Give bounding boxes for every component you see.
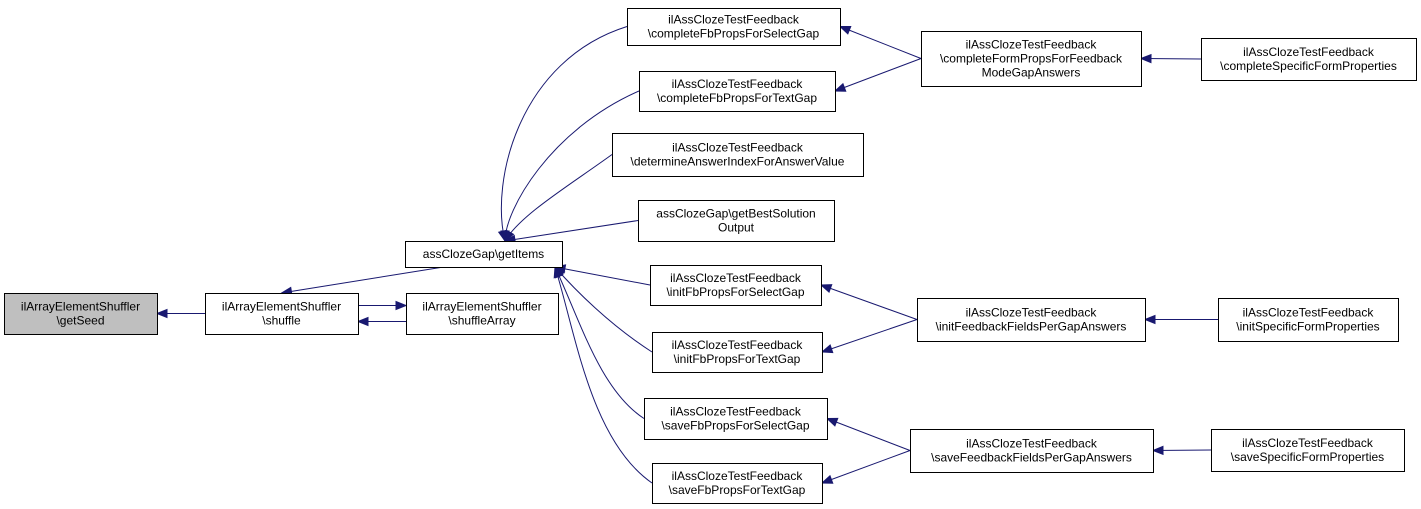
node-getSeed[interactable]: ilArrayElementShuffler\getSeed (4, 293, 158, 335)
node-label-line: ilAssClozeTestFeedback (1243, 306, 1375, 320)
node-box[interactable] (406, 293, 559, 335)
node-box[interactable] (1218, 298, 1399, 342)
node-box[interactable] (644, 398, 828, 440)
node-label-line: ilAssClozeTestFeedback (966, 306, 1098, 320)
nodes-layer: ilArrayElementShuffler\getSeedilArrayEle… (4, 8, 1417, 504)
node-label-line: \saveFbPropsForTextGap (669, 483, 806, 497)
node-box[interactable] (205, 293, 359, 335)
node-label-line: \shuffleArray (448, 314, 515, 328)
node-label-line: ilAssClozeTestFeedback (672, 77, 804, 91)
node-box[interactable] (405, 241, 563, 268)
node-label-line: \completeFbPropsForTextGap (657, 91, 817, 105)
node-label-line: ilAssClozeTestFeedback (672, 338, 804, 352)
node-label-line: \saveFbPropsForSelectGap (661, 419, 809, 433)
edge-completeSpecificFormProperties-to-completeFormPropsForFeedbackModeGapAnswers (1139, 53, 1202, 64)
edge-completeFormPropsForFeedbackModeGapAnswers-to-completeFbPropsForTextGap (833, 58, 922, 92)
edge-completeFormPropsForFeedbackModeGapAnswers-to-completeFbPropsForSelectGap (838, 25, 922, 59)
node-saveFeedbackFieldsPerGapAnswers[interactable]: ilAssClozeTestFeedback\saveFeedbackField… (910, 429, 1154, 473)
node-shuffle[interactable]: ilArrayElementShuffler\shuffle (205, 293, 359, 335)
node-saveFbPropsForSelectGap[interactable]: ilAssClozeTestFeedback\saveFbPropsForSel… (644, 398, 828, 440)
node-completeFbPropsForSelectGap[interactable]: ilAssClozeTestFeedback\completeFbPropsFo… (627, 8, 841, 46)
node-box[interactable] (910, 429, 1154, 473)
edge-determineAnswerIndexForAnswerValue-to-getItems (504, 154, 613, 243)
node-completeFormPropsForFeedbackModeGapAnswers[interactable]: ilAssClozeTestFeedback\completeFormProps… (921, 31, 1142, 87)
node-label-line: \saveFeedbackFieldsPerGapAnswers (931, 451, 1132, 465)
edge-shuffleArray-to-shuffle (356, 316, 406, 327)
node-label-line: assClozeGap\getBestSolution (656, 207, 815, 221)
edge-shuffle-to-shuffleArray (358, 300, 408, 311)
node-label-line: \initFeedbackFieldsPerGapAnswers (936, 320, 1127, 334)
node-box[interactable] (612, 133, 864, 177)
node-saveSpecificFormProperties[interactable]: ilAssClozeTestFeedback\saveSpecificFormP… (1211, 429, 1405, 472)
node-initFeedbackFieldsPerGapAnswers[interactable]: ilAssClozeTestFeedback\initFeedbackField… (917, 298, 1146, 342)
node-label-line: \initSpecificFormProperties (1236, 320, 1379, 334)
node-label-line: ilAssClozeTestFeedback (1242, 436, 1374, 450)
node-label-line: \completeSpecificFormProperties (1220, 59, 1397, 73)
node-box[interactable] (639, 71, 836, 112)
node-label-line: \saveSpecificFormProperties (1231, 450, 1384, 464)
node-label-line: ilAssClozeTestFeedback (672, 469, 804, 483)
edge-initSpecificFormProperties-to-initFeedbackFieldsPerGapAnswers (1143, 314, 1218, 325)
edge-saveFeedbackFieldsPerGapAnswers-to-saveFbPropsForSelectGap (825, 417, 911, 451)
node-completeSpecificFormProperties[interactable]: ilAssClozeTestFeedback\completeSpecificF… (1201, 38, 1417, 81)
node-saveFbPropsForTextGap[interactable]: ilAssClozeTestFeedback\saveFbPropsForTex… (652, 463, 823, 504)
edge-initFeedbackFieldsPerGapAnswers-to-initFbPropsForTextGap (820, 319, 918, 354)
node-label-line: ModeGapAnswers (982, 66, 1081, 80)
edge-saveFbPropsForTextGap-to-getItems (553, 265, 653, 484)
node-determineAnswerIndexForAnswerValue[interactable]: ilAssClozeTestFeedback\determineAnswerIn… (612, 133, 864, 177)
node-label-line: \initFbPropsForTextGap (674, 352, 801, 366)
edge-completeFbPropsForSelectGap-to-getItems (497, 26, 628, 243)
node-label-line: ilAssClozeTestFeedback (670, 271, 802, 285)
edge-saveSpecificFormProperties-to-saveFeedbackFieldsPerGapAnswers (1151, 445, 1212, 456)
node-label-line: ilArrayElementShuffler (422, 300, 541, 314)
node-box[interactable] (921, 31, 1142, 87)
node-label-line: \shuffle (262, 314, 301, 328)
node-label-line: ilArrayElementShuffler (222, 300, 341, 314)
node-box[interactable] (652, 463, 823, 504)
node-label-line: \completeFormPropsForFeedback (940, 52, 1123, 66)
edge-shuffle-to-getSeed (155, 308, 205, 319)
node-getItems[interactable]: assClozeGap\getItems (405, 241, 563, 268)
edge-initFbPropsForTextGap-to-getItems (554, 265, 653, 353)
node-box[interactable] (638, 200, 835, 242)
edge-saveFbPropsForSelectGap-to-getItems (554, 265, 645, 419)
node-initSpecificFormProperties[interactable]: ilAssClozeTestFeedback\initSpecificFormP… (1218, 298, 1399, 342)
node-label-line: ilAssClozeTestFeedback (670, 405, 802, 419)
edge-getBestSolutionOutput-to-getItems (503, 220, 639, 245)
node-label-line: assClozeGap\getItems (423, 247, 544, 261)
node-box[interactable] (1211, 429, 1405, 472)
node-label-line: Output (718, 221, 755, 235)
node-box[interactable] (652, 332, 823, 373)
node-box[interactable] (1201, 38, 1417, 81)
node-initFbPropsForSelectGap[interactable]: ilAssClozeTestFeedback\initFbPropsForSel… (650, 265, 822, 306)
node-shuffleArray[interactable]: ilArrayElementShuffler\shuffleArray (406, 293, 559, 335)
edge-initFeedbackFieldsPerGapAnswers-to-initFbPropsForSelectGap (819, 284, 918, 320)
node-initFbPropsForTextGap[interactable]: ilAssClozeTestFeedback\initFbPropsForTex… (652, 332, 823, 373)
edge-initFbPropsForSelectGap-to-getItems (553, 264, 651, 286)
node-box[interactable] (627, 8, 841, 46)
node-box[interactable] (650, 265, 822, 306)
edge-getItems-to-shuffle (280, 266, 444, 297)
node-label-line: ilArrayElementShuffler (21, 300, 140, 314)
edge-saveFeedbackFieldsPerGapAnswers-to-saveFbPropsForTextGap (820, 450, 911, 484)
node-label-line: ilAssClozeTestFeedback (966, 437, 1098, 451)
node-box[interactable] (4, 293, 158, 335)
node-label-line: ilAssClozeTestFeedback (1243, 45, 1375, 59)
node-label-line: \completeFbPropsForSelectGap (648, 27, 820, 41)
node-completeFbPropsForTextGap[interactable]: ilAssClozeTestFeedback\completeFbPropsFo… (639, 71, 836, 112)
node-label-line: ilAssClozeTestFeedback (966, 38, 1098, 52)
node-label-line: \initFbPropsForSelectGap (666, 285, 804, 299)
node-label-line: \getSeed (56, 314, 104, 328)
node-label-line: ilAssClozeTestFeedback (672, 141, 804, 155)
node-label-line: \determineAnswerIndexForAnswerValue (631, 155, 845, 169)
node-box[interactable] (917, 298, 1146, 342)
node-label-line: ilAssClozeTestFeedback (668, 13, 800, 27)
